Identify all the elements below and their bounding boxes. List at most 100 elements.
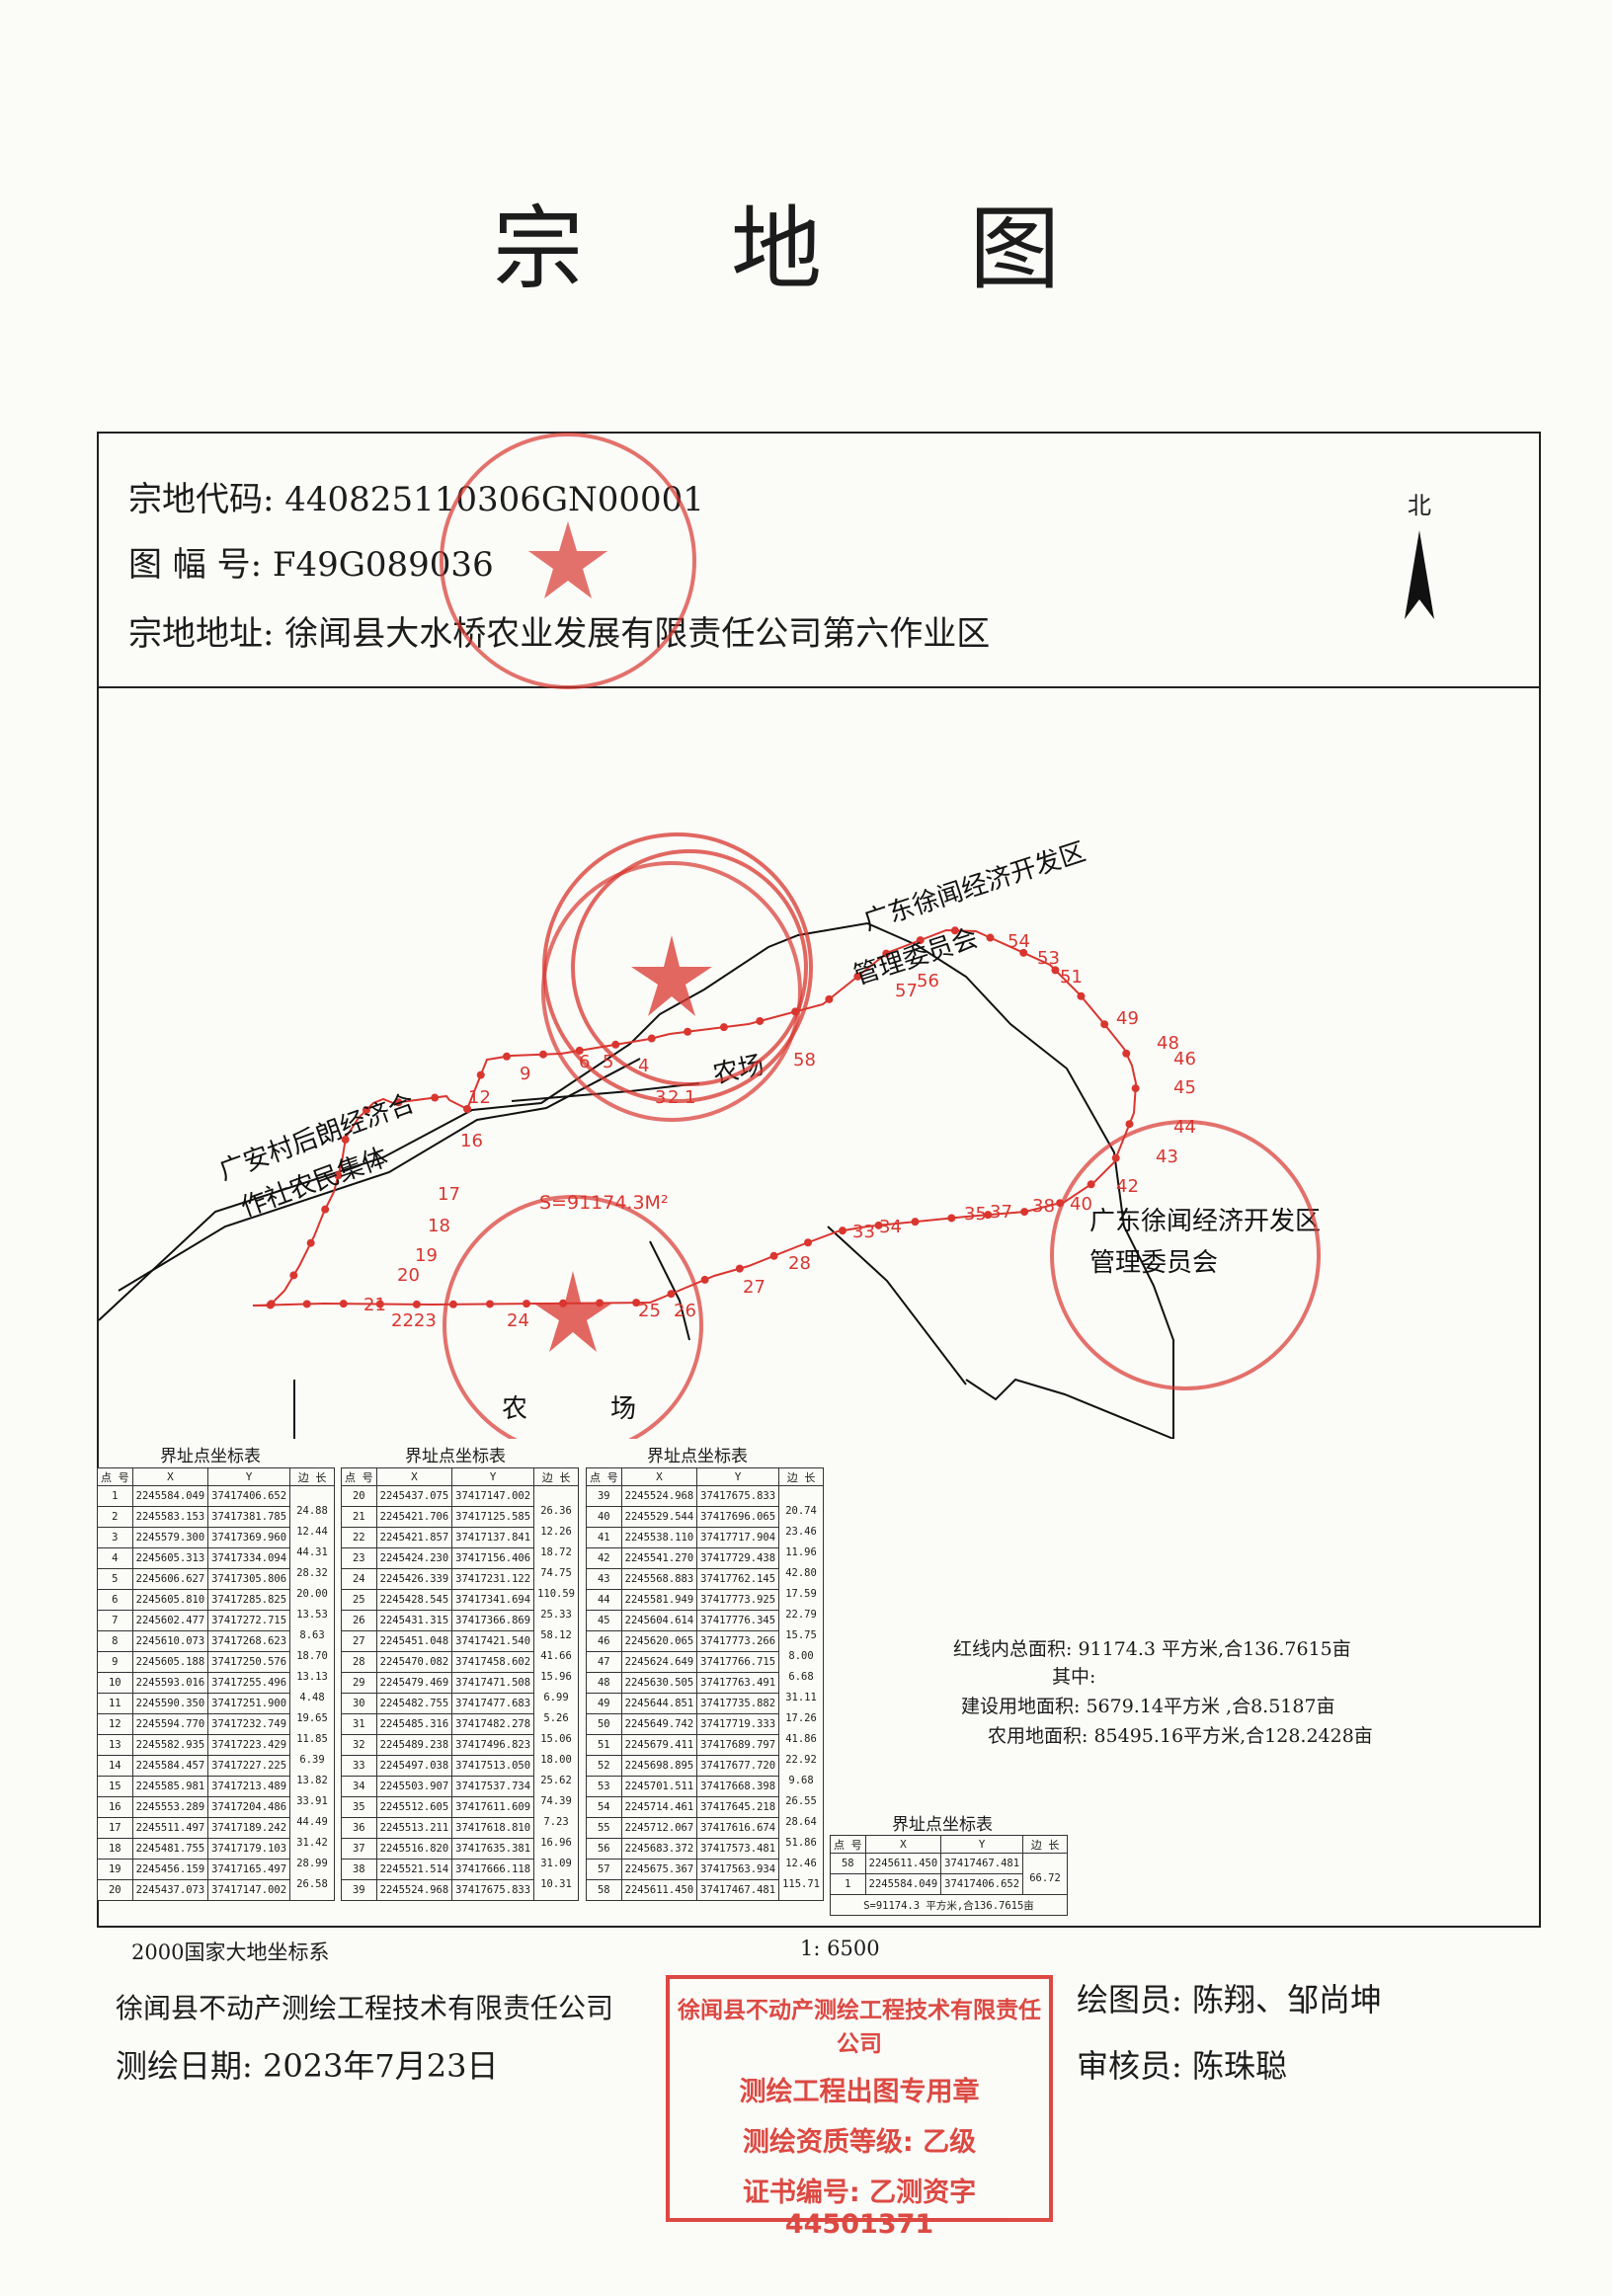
table-cell: 2245437.075 (375, 1485, 453, 1507)
vertex-point (911, 1218, 920, 1227)
side-length-cell: 24.88 (289, 1495, 336, 1517)
side-length-cell: 15.75 (778, 1620, 825, 1641)
table-cell: 37417251.900 (207, 1693, 291, 1714)
north-arrow: 北 (1395, 486, 1444, 635)
table-cell: 37417773.925 (696, 1589, 780, 1611)
table-title-4: 界址点坐标表 (892, 1815, 993, 1835)
table-cell: 24 (341, 1568, 377, 1590)
vertex-point (947, 1214, 956, 1223)
vertex-label: 56 (917, 971, 939, 991)
table-cell: 17 (97, 1817, 133, 1839)
vertex-label: 54 (1008, 931, 1030, 952)
area-construction: 建设用地面积: 5679.14平方米 ,合8.5187亩 (961, 1696, 1335, 1717)
table-cell: 37417675.833 (696, 1485, 780, 1507)
vertex-point (485, 1300, 494, 1308)
seal-map-lower (443, 1195, 703, 1439)
sheet-number-row: 图 幅 号: F49G089036 (128, 537, 494, 586)
vertex-point (647, 1034, 656, 1043)
table-cell: 37417467.481 (940, 1853, 1024, 1874)
table-cell: 34 (341, 1776, 377, 1797)
table-cell: 13 (97, 1734, 133, 1756)
side-length-cell: 20.00 (289, 1578, 336, 1600)
parcel-address-value: 徐闻县大水桥农业发展有限责任公司第六作业区 (284, 614, 991, 654)
table-cell: 23 (341, 1547, 377, 1569)
table-cell: 37417729.438 (696, 1547, 780, 1569)
vertex-label: 17 (438, 1184, 460, 1205)
vertex-label: 21 (363, 1295, 386, 1315)
side-length-cell: 26.55 (778, 1785, 825, 1807)
table-cell: 33 (341, 1755, 377, 1777)
table-cell: 37417689.797 (696, 1734, 780, 1756)
header-seal (440, 433, 696, 689)
vertex-point (394, 1098, 403, 1107)
table-header: Y (696, 1467, 780, 1486)
north-arrow-icon (1405, 530, 1434, 619)
table-header: X (375, 1467, 453, 1486)
table-cell: 37417635.381 (451, 1838, 535, 1860)
vertex-label: 25 (638, 1301, 661, 1321)
side-length-cell: 17.59 (778, 1578, 825, 1600)
table-cell: 37417369.960 (207, 1527, 291, 1548)
table-cell: 8 (97, 1630, 133, 1652)
side-length-cell: 41.66 (533, 1640, 580, 1662)
table-cell: 37417735.882 (696, 1693, 780, 1714)
table-cell: 2245437.073 (131, 1879, 209, 1901)
table-cell: 54 (586, 1796, 622, 1818)
page-title: 宗 地 图 (492, 197, 1120, 302)
side-length-cell: 15.06 (533, 1723, 580, 1745)
vertex-label: 38 (1032, 1196, 1055, 1217)
table-cell: 35 (341, 1796, 377, 1818)
table-cell: 2245605.810 (131, 1589, 209, 1611)
vertex-label: 3 (655, 1087, 666, 1108)
reviewer: 审核员: 陈珠聪 (1077, 2047, 1287, 2085)
star-icon (528, 521, 607, 598)
side-length-cell: 26.58 (289, 1868, 336, 1890)
vertex-label: 49 (1116, 1008, 1139, 1029)
table-cell: 2245529.544 (620, 1506, 698, 1528)
side-length-cell: 12.26 (533, 1516, 580, 1538)
vertex-label: 2 (668, 1087, 679, 1108)
table-header: X (620, 1467, 698, 1486)
side-length-cell: 12.44 (289, 1516, 336, 1538)
survey-date: 测绘日期: 2023年7月23日 (116, 2047, 499, 2085)
vertex-point (684, 1027, 692, 1036)
side-length-cell: 22.79 (778, 1599, 825, 1621)
table-cell: 2245604.614 (620, 1610, 698, 1631)
table-header: Y (940, 1835, 1024, 1854)
vertex-labels: 1 2 3 4 5 6 9 12 16 17 18 19 20 21 2223 … (363, 931, 1196, 1331)
table-cell: 37417611.609 (451, 1796, 535, 1818)
vertex-point (874, 1221, 883, 1229)
table-cell: 2245620.065 (620, 1630, 698, 1652)
table-cell: 2245644.851 (620, 1693, 698, 1714)
side-length-cell: 9.68 (778, 1765, 825, 1786)
table-cell: 2245605.313 (131, 1547, 209, 1569)
side-length-cell: 66.72 (1022, 1862, 1069, 1884)
vertex-label: 26 (674, 1301, 696, 1321)
table-cell: 37417763.491 (696, 1672, 780, 1694)
side-length-cell: 17.26 (778, 1702, 825, 1724)
vertex-point (502, 1052, 511, 1061)
vertex-label: 16 (460, 1131, 483, 1151)
table-cell: 2245489.238 (375, 1734, 453, 1756)
table-cell: 2245611.450 (620, 1879, 698, 1901)
table-cell: 2245624.649 (620, 1651, 698, 1673)
table-cell: 2245431.315 (375, 1610, 453, 1631)
side-length-cell: 5.26 (533, 1702, 580, 1724)
table-cell: 2245479.469 (375, 1672, 453, 1694)
table-cell: 2245649.742 (620, 1713, 698, 1735)
table-cell: 28 (341, 1651, 377, 1673)
table-cell: 37417537.734 (451, 1776, 535, 1797)
side-length-cell: 25.33 (533, 1599, 580, 1621)
sheet-number-label: 图 幅 号: (128, 545, 263, 585)
